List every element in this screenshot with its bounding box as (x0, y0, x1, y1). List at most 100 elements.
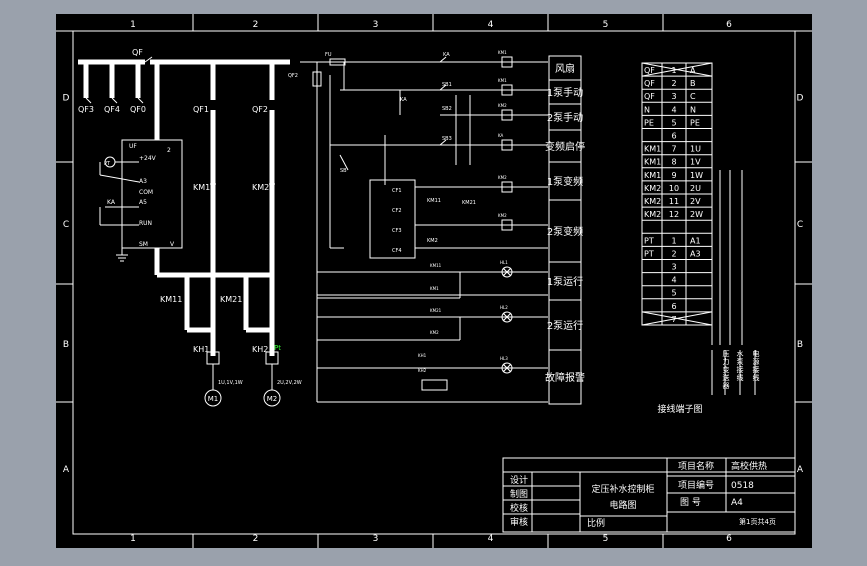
sb-stop-label: SB (340, 168, 347, 174)
terminal-x (641, 62, 713, 77)
ka-label: KA (400, 97, 407, 103)
terminal-left-label: KM1 (644, 171, 661, 180)
terminal-number: 6 (671, 302, 676, 311)
terminal-left-label: N (644, 105, 650, 114)
vfd-contact (439, 139, 447, 146)
lamp-label: HL2 (500, 305, 508, 310)
inv-label: A3 (139, 178, 147, 185)
sb2-label: SB2 (442, 106, 452, 112)
feeder-switch (137, 97, 144, 104)
km-lamp-label: KM11 (430, 263, 442, 268)
project-name-value: 高校供热 (731, 460, 767, 472)
terminal-left-label: KM1 (644, 145, 661, 154)
terminal-x (641, 311, 713, 326)
terminal-left-label: KM2 (644, 210, 661, 219)
title-block (502, 457, 796, 533)
column-number-top: 5 (603, 20, 609, 30)
drawing-name: 定压补水控制柜 (591, 483, 654, 495)
lamp-cross (502, 267, 512, 277)
coil-label: KM2 (498, 175, 507, 180)
fuse-box (329, 58, 346, 66)
coil-label: KA (498, 133, 504, 138)
selector-contact-label: CF3 (392, 228, 402, 234)
terminal-right-label: 2U (690, 184, 701, 193)
side-label-pump: 水 (737, 349, 744, 358)
selector-switch-box (369, 179, 416, 259)
terminal-number: 11 (669, 197, 679, 206)
qf-main-switch (144, 56, 153, 63)
motor-terminal-label: 1U,1V,1W (218, 380, 243, 386)
feeder-switch (85, 97, 92, 104)
terminal-number: 12 (669, 210, 679, 219)
coil-label: KM2 (498, 213, 507, 218)
terminal-right-label: B (690, 79, 696, 88)
selector-contact-label: CF1 (392, 188, 402, 194)
terminal-number: 4 (671, 105, 676, 114)
side-label-power: 线 (753, 373, 760, 382)
terminal-number: 2 (671, 79, 676, 88)
feeder-switch (111, 97, 118, 104)
lamp-cross (502, 363, 512, 373)
pt-wire (99, 174, 140, 183)
column-number-bottom: 3 (373, 534, 379, 544)
fuse-label: FU (325, 52, 332, 58)
terminal-right-label: 1V (690, 158, 701, 167)
feeder-label: QF0 (130, 105, 146, 114)
side-label-pressure: 器 (723, 382, 730, 390)
terminal-number: 3 (671, 263, 676, 272)
row-letter-left: B (63, 340, 69, 350)
inv-label: V (170, 241, 175, 248)
selector-contact-label: CF2 (392, 208, 402, 214)
sb-contact (439, 84, 447, 91)
km-lamp-label: KM1 (430, 286, 439, 291)
function-label: 1泵变频 (547, 175, 583, 188)
km21-label: KM21 (462, 200, 476, 206)
sb-label: SB1 (442, 82, 452, 88)
column-number-top: 3 (373, 20, 379, 30)
inv-label: A5 (139, 199, 147, 206)
terminal-number: 8 (671, 158, 676, 167)
drawing-sub: 电路图 (609, 499, 636, 511)
side-label-power: 源 (753, 357, 760, 366)
qf2-label: QF2 (288, 73, 298, 79)
motor-symbol (263, 389, 281, 407)
terminal-right-label: C (690, 92, 696, 101)
function-label: 1泵运行 (547, 275, 583, 288)
title-left-label: 校核 (510, 502, 528, 514)
side-label-pressure: 变 (723, 365, 730, 374)
terminal-number: 9 (671, 171, 676, 180)
column-number-bottom: 1 (130, 534, 136, 544)
lamp-label: HL1 (500, 260, 508, 265)
motor-label: M2 (267, 395, 278, 403)
terminal-right-label: A3 (690, 249, 701, 258)
drawing-no-label: 图 号 (680, 497, 701, 508)
km-lamp-label: KM21 (430, 308, 442, 313)
km-sub-label: KM21 (220, 295, 242, 304)
terminal-right-label: 2V (690, 197, 701, 206)
side-label-pressure: 压 (723, 350, 730, 358)
lamp-label: HL3 (500, 356, 508, 361)
function-label: 1泵手动 (547, 86, 583, 99)
terminal-right-label: PE (690, 118, 700, 127)
terminal-left-label: QF (644, 92, 655, 101)
function-label: 风扇 (555, 62, 575, 75)
title-left-label: 设计 (510, 474, 528, 486)
inv-label: SM (139, 241, 148, 248)
lamp-cross (502, 312, 512, 322)
side-label-power: 接 (753, 365, 760, 374)
terminal-number: 4 (671, 276, 676, 285)
km-lamp-label: KM2 (430, 330, 439, 335)
ka-top-contact (439, 56, 447, 63)
terminal-left-label: KM1 (644, 158, 661, 167)
row-letter-left: A (63, 465, 70, 475)
km2-label: KM2 (427, 238, 438, 244)
motor-qf-label: QF1 (193, 105, 209, 114)
inv-label: RUN (139, 220, 152, 227)
project-name-label: 项目名称 (678, 460, 714, 472)
motor-qf-label: QF2 (252, 105, 268, 114)
row-letter-right: C (797, 220, 803, 230)
function-label: 变频启停 (545, 140, 585, 153)
indicator-lamp (501, 362, 513, 374)
sb3-label: SB3 (442, 136, 452, 142)
